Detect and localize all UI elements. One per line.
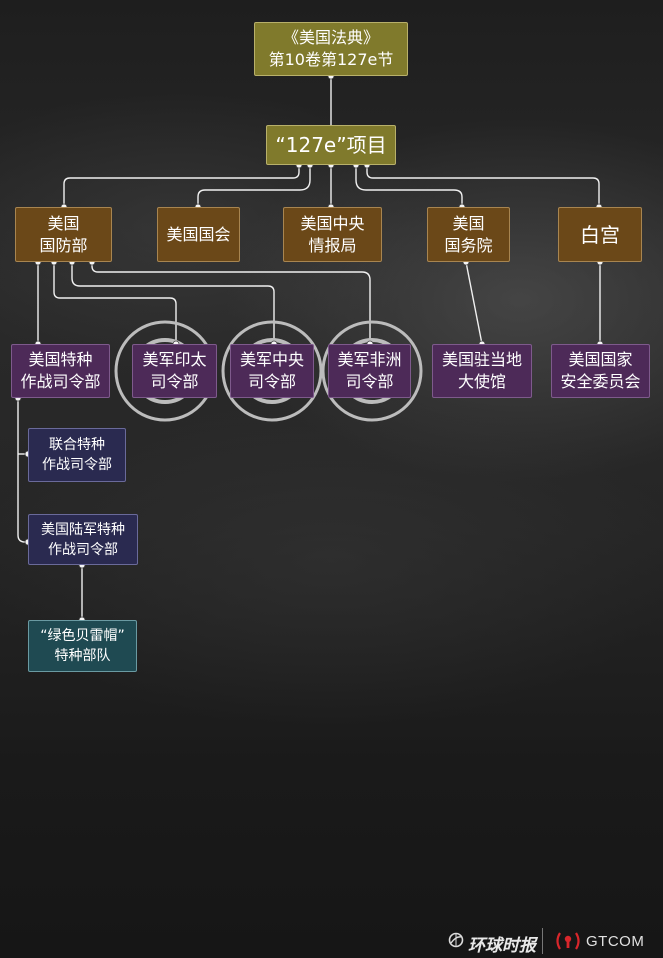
node-africom-line2: 司令部	[345, 372, 394, 391]
node-dod-line1: 美国	[47, 213, 80, 233]
node-state-dept-line1: 美国	[452, 213, 485, 233]
node-socom: 美国特种 作战司令部	[11, 344, 110, 398]
node-embassy: 美国驻当地 大使馆	[432, 344, 532, 398]
node-indopacom: 美军印太 司令部	[132, 344, 217, 398]
node-state-dept: 美国 国务院	[427, 207, 510, 262]
node-jsoc-line1: 联合特种	[49, 437, 105, 453]
gtcom-logo-icon	[556, 932, 580, 950]
node-congress: 美国国会	[157, 207, 240, 262]
node-usasoc-line2: 作战司令部	[48, 541, 118, 558]
node-cia-line2: 情报局	[308, 235, 357, 255]
node-centcom-line1: 美军中央	[239, 350, 304, 369]
node-socom-line2: 作战司令部	[20, 372, 101, 391]
node-jsoc-line2: 作战司令部	[42, 457, 112, 473]
node-congress-line1: 美国国会	[166, 224, 231, 244]
node-us-code-line2: 第10卷第127e节	[268, 50, 394, 69]
node-centcom: 美军中央 司令部	[230, 344, 314, 398]
node-indopacom-line2: 司令部	[150, 372, 199, 391]
node-state-dept-line2: 国务院	[444, 235, 493, 255]
node-green-berets-line1: “绿色贝雷帽”	[40, 628, 125, 644]
node-usasoc: 美国陆军特种 作战司令部	[28, 514, 138, 565]
node-white-house-line1: 白宫	[580, 222, 620, 247]
node-africom-line1: 美军非洲	[337, 350, 402, 369]
footer-divider	[542, 928, 543, 954]
brand-name-en: GTCOM	[586, 933, 645, 950]
node-nsc-line2: 安全委员会	[560, 372, 641, 391]
node-africom: 美军非洲 司令部	[328, 344, 411, 398]
footer-branding: 环球时报 GTCOM	[440, 924, 663, 958]
node-white-house: 白宫	[558, 207, 642, 262]
node-nsc-line1: 美国国家	[568, 350, 633, 369]
node-usasoc-line1: 美国陆军特种	[41, 521, 125, 538]
node-green-berets: “绿色贝雷帽” 特种部队	[28, 620, 137, 672]
node-dod-line2: 国防部	[39, 235, 88, 255]
node-cia: 美国中央 情报局	[283, 207, 382, 262]
node-centcom-line2: 司令部	[247, 372, 296, 391]
globe-icon	[448, 932, 464, 948]
node-embassy-line1: 美国驻当地	[441, 350, 522, 369]
node-cia-line1: 美国中央	[300, 213, 365, 233]
node-us-code-line1: 《美国法典》	[282, 28, 379, 47]
node-us-code: 《美国法典》 第10卷第127e节	[254, 22, 408, 76]
node-127e-program-label: “127e”项目	[275, 133, 387, 157]
node-127e-program: “127e”项目	[266, 125, 396, 165]
brand-name-cn: 环球时报	[468, 936, 536, 956]
node-socom-line1: 美国特种	[28, 350, 93, 369]
node-dod: 美国 国防部	[15, 207, 112, 262]
node-jsoc: 联合特种 作战司令部	[28, 428, 126, 482]
node-green-berets-line2: 特种部队	[54, 648, 111, 664]
node-nsc: 美国国家 安全委员会	[551, 344, 650, 398]
node-embassy-line2: 大使馆	[457, 372, 506, 391]
node-indopacom-line1: 美军印太	[142, 350, 207, 369]
